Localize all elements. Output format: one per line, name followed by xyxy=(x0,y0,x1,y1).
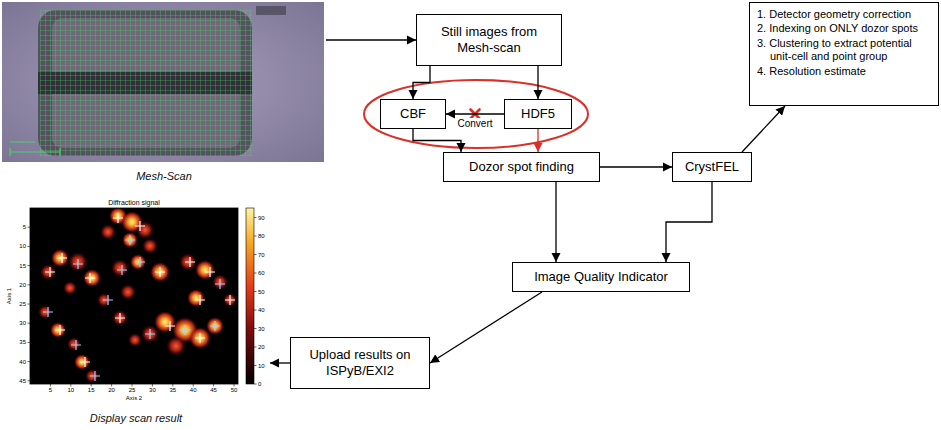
box-text: 4. Resolution estimate xyxy=(770,65,932,78)
axis-tick: 5 xyxy=(23,224,26,230)
axis-tick: 15 xyxy=(88,387,95,393)
axis-tick: 25 xyxy=(129,387,136,393)
axis-tick: 20 xyxy=(19,282,26,288)
axis-tick: 45 xyxy=(19,378,26,384)
axis-tick: 10 xyxy=(19,243,26,249)
flow-arrow xyxy=(600,166,672,167)
format-box: HDF5 xyxy=(504,99,572,129)
box-text: Still images from Mesh-scan xyxy=(423,24,555,57)
highlight-ellipse xyxy=(364,80,588,148)
colorbar-tick: 20 xyxy=(258,344,265,350)
figure-caption: Mesh-Scan xyxy=(2,170,326,182)
flow-arrow xyxy=(446,113,504,114)
axis-tick: 35 xyxy=(169,387,176,393)
axis-tick: 40 xyxy=(19,359,26,365)
flow-arrow xyxy=(742,106,785,152)
axis-tick: 20 xyxy=(108,387,115,393)
format-box: CBF xyxy=(380,99,446,129)
colorbar-tick: 80 xyxy=(258,233,265,239)
axis-tick: 30 xyxy=(19,320,26,326)
figure-caption: Display scan result xyxy=(2,412,270,424)
flow-arrow xyxy=(413,129,461,152)
process-box: CrystFEL xyxy=(672,152,752,182)
colorbar-tick: 40 xyxy=(258,307,265,313)
box-text: CrystFEL xyxy=(685,159,739,175)
box-text: Image Quality Indicator xyxy=(534,269,668,285)
colorbar-tick: 60 xyxy=(258,270,265,276)
flow-arrow xyxy=(430,292,542,363)
flow-arrow xyxy=(326,39,416,40)
box-text: CBF xyxy=(400,106,426,122)
edge-label: Convert xyxy=(455,118,494,129)
process-box: Still images from Mesh-scan xyxy=(416,14,562,66)
figure-panel: Display scan result xyxy=(2,190,270,426)
axis-tick: 5 xyxy=(49,387,52,393)
colorbar-tick: 0 xyxy=(258,381,261,387)
flow-arrow xyxy=(413,66,430,99)
box-text: Upload results on ISPyB/EXI2 xyxy=(297,347,423,380)
box-text: 3. Clustering to extract potential unit-… xyxy=(770,37,932,64)
axis-title: Axis 1 xyxy=(6,288,12,304)
axis-tick: 45 xyxy=(210,387,217,393)
process-box: Dozor spot finding xyxy=(443,152,600,182)
flow-arrow xyxy=(537,129,538,152)
colorbar-tick: 50 xyxy=(258,289,265,295)
colorbar-tick: 30 xyxy=(258,326,265,332)
box-text: 1. Detector geometry correction xyxy=(770,8,932,21)
flow-arrow xyxy=(666,182,712,262)
plot-title: Diffraction signal xyxy=(108,199,160,206)
flow-arrow xyxy=(555,182,556,262)
axis-tick: 10 xyxy=(67,387,74,393)
process-box: Image Quality Indicator xyxy=(512,262,690,292)
axis-title: Axis 2 xyxy=(126,395,142,401)
figure-panel: Mesh-Scan xyxy=(2,2,326,184)
colorbar-tick: 10 xyxy=(258,363,265,369)
axis-tick: 15 xyxy=(19,263,26,269)
heatmap-plot xyxy=(28,207,257,387)
box-text: Dozor spot finding xyxy=(469,159,574,175)
axis-tick: 35 xyxy=(19,339,26,345)
box-text: HDF5 xyxy=(521,106,555,122)
process-box: Upload results on ISPyB/EXI2 xyxy=(290,337,430,389)
colorbar-tick: 90 xyxy=(258,215,265,221)
colorbar-tick: 70 xyxy=(258,252,265,258)
note-box: 1. Detector geometry correction2. Indexi… xyxy=(749,2,939,106)
axis-tick: 40 xyxy=(190,387,197,393)
mesh-scan-photo xyxy=(2,2,324,162)
axis-tick: 30 xyxy=(149,387,156,393)
flow-arrow xyxy=(537,66,538,99)
axis-tick: 25 xyxy=(19,301,26,307)
flow-arrow xyxy=(270,362,290,363)
axis-tick: 50 xyxy=(231,387,238,393)
box-text: 2. Indexing on ONLY dozor spots xyxy=(770,22,932,35)
